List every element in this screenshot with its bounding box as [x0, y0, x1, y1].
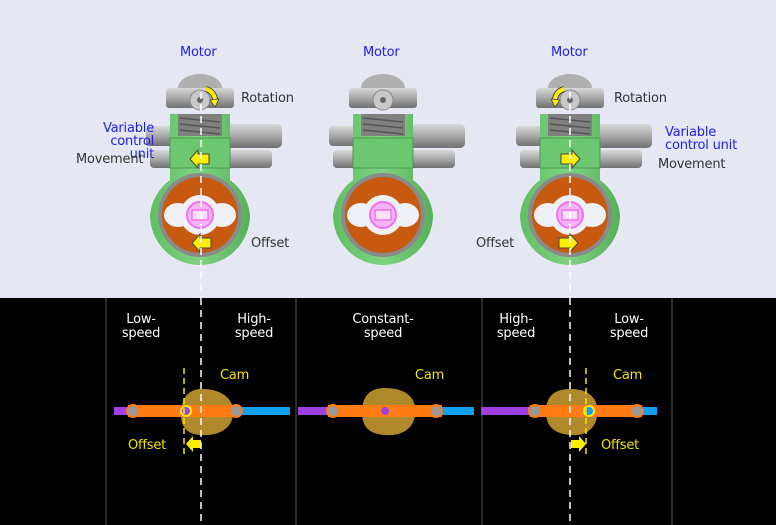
offset-label: Offset	[601, 438, 640, 453]
low-speed-label: Low- speed	[121, 312, 161, 341]
cam-label: Cam	[415, 368, 445, 383]
motor-label: Motor	[363, 45, 400, 60]
offset-label: Offset	[251, 236, 290, 251]
constant-speed-label: Constant- speed	[352, 312, 414, 341]
offset-label: Offset	[128, 438, 167, 453]
pivot-right	[630, 404, 644, 418]
motor-label: Motor	[180, 45, 217, 60]
offset-arrow-left-icon	[186, 436, 201, 452]
high-speed-label: High- speed	[234, 312, 274, 341]
variable-control-unit-label: Variable control unit	[665, 125, 737, 153]
high-speed-label: High- speed	[496, 312, 536, 341]
variable-control-unit-label: Variable control unit	[102, 121, 154, 162]
bar-blue	[438, 407, 474, 415]
schematic-high-speed	[481, 368, 657, 455]
bar-purple	[481, 407, 537, 415]
schematic-constant-speed	[298, 388, 474, 436]
offset-arrow-right-icon	[571, 436, 586, 452]
movement-label: Movement	[658, 157, 726, 172]
pivot-left	[126, 404, 140, 418]
pivot-right	[429, 404, 443, 418]
movement-label: Movement	[76, 152, 144, 167]
unit-constant-speed	[328, 73, 466, 266]
schematic-low-speed	[114, 368, 290, 455]
rotation-label: Rotation	[614, 91, 667, 106]
pivot-right	[229, 404, 243, 418]
unit-low-speed	[145, 73, 283, 266]
cam-label: Cam	[220, 368, 250, 383]
bar-blue	[236, 407, 290, 415]
low-speed-label: Low- speed	[609, 312, 649, 341]
unit-high-speed	[515, 73, 653, 266]
rotation-label: Rotation	[241, 91, 294, 106]
bar-blue	[635, 407, 657, 415]
cam-center	[379, 405, 391, 417]
bar-purple	[298, 407, 332, 415]
motor-label: Motor	[551, 45, 588, 60]
pivot-left	[528, 404, 542, 418]
cam-center	[180, 405, 192, 417]
bar-purple	[114, 407, 136, 415]
cam-label: Cam	[613, 368, 643, 383]
pivot-left	[326, 404, 340, 418]
offset-label: Offset	[476, 236, 515, 251]
